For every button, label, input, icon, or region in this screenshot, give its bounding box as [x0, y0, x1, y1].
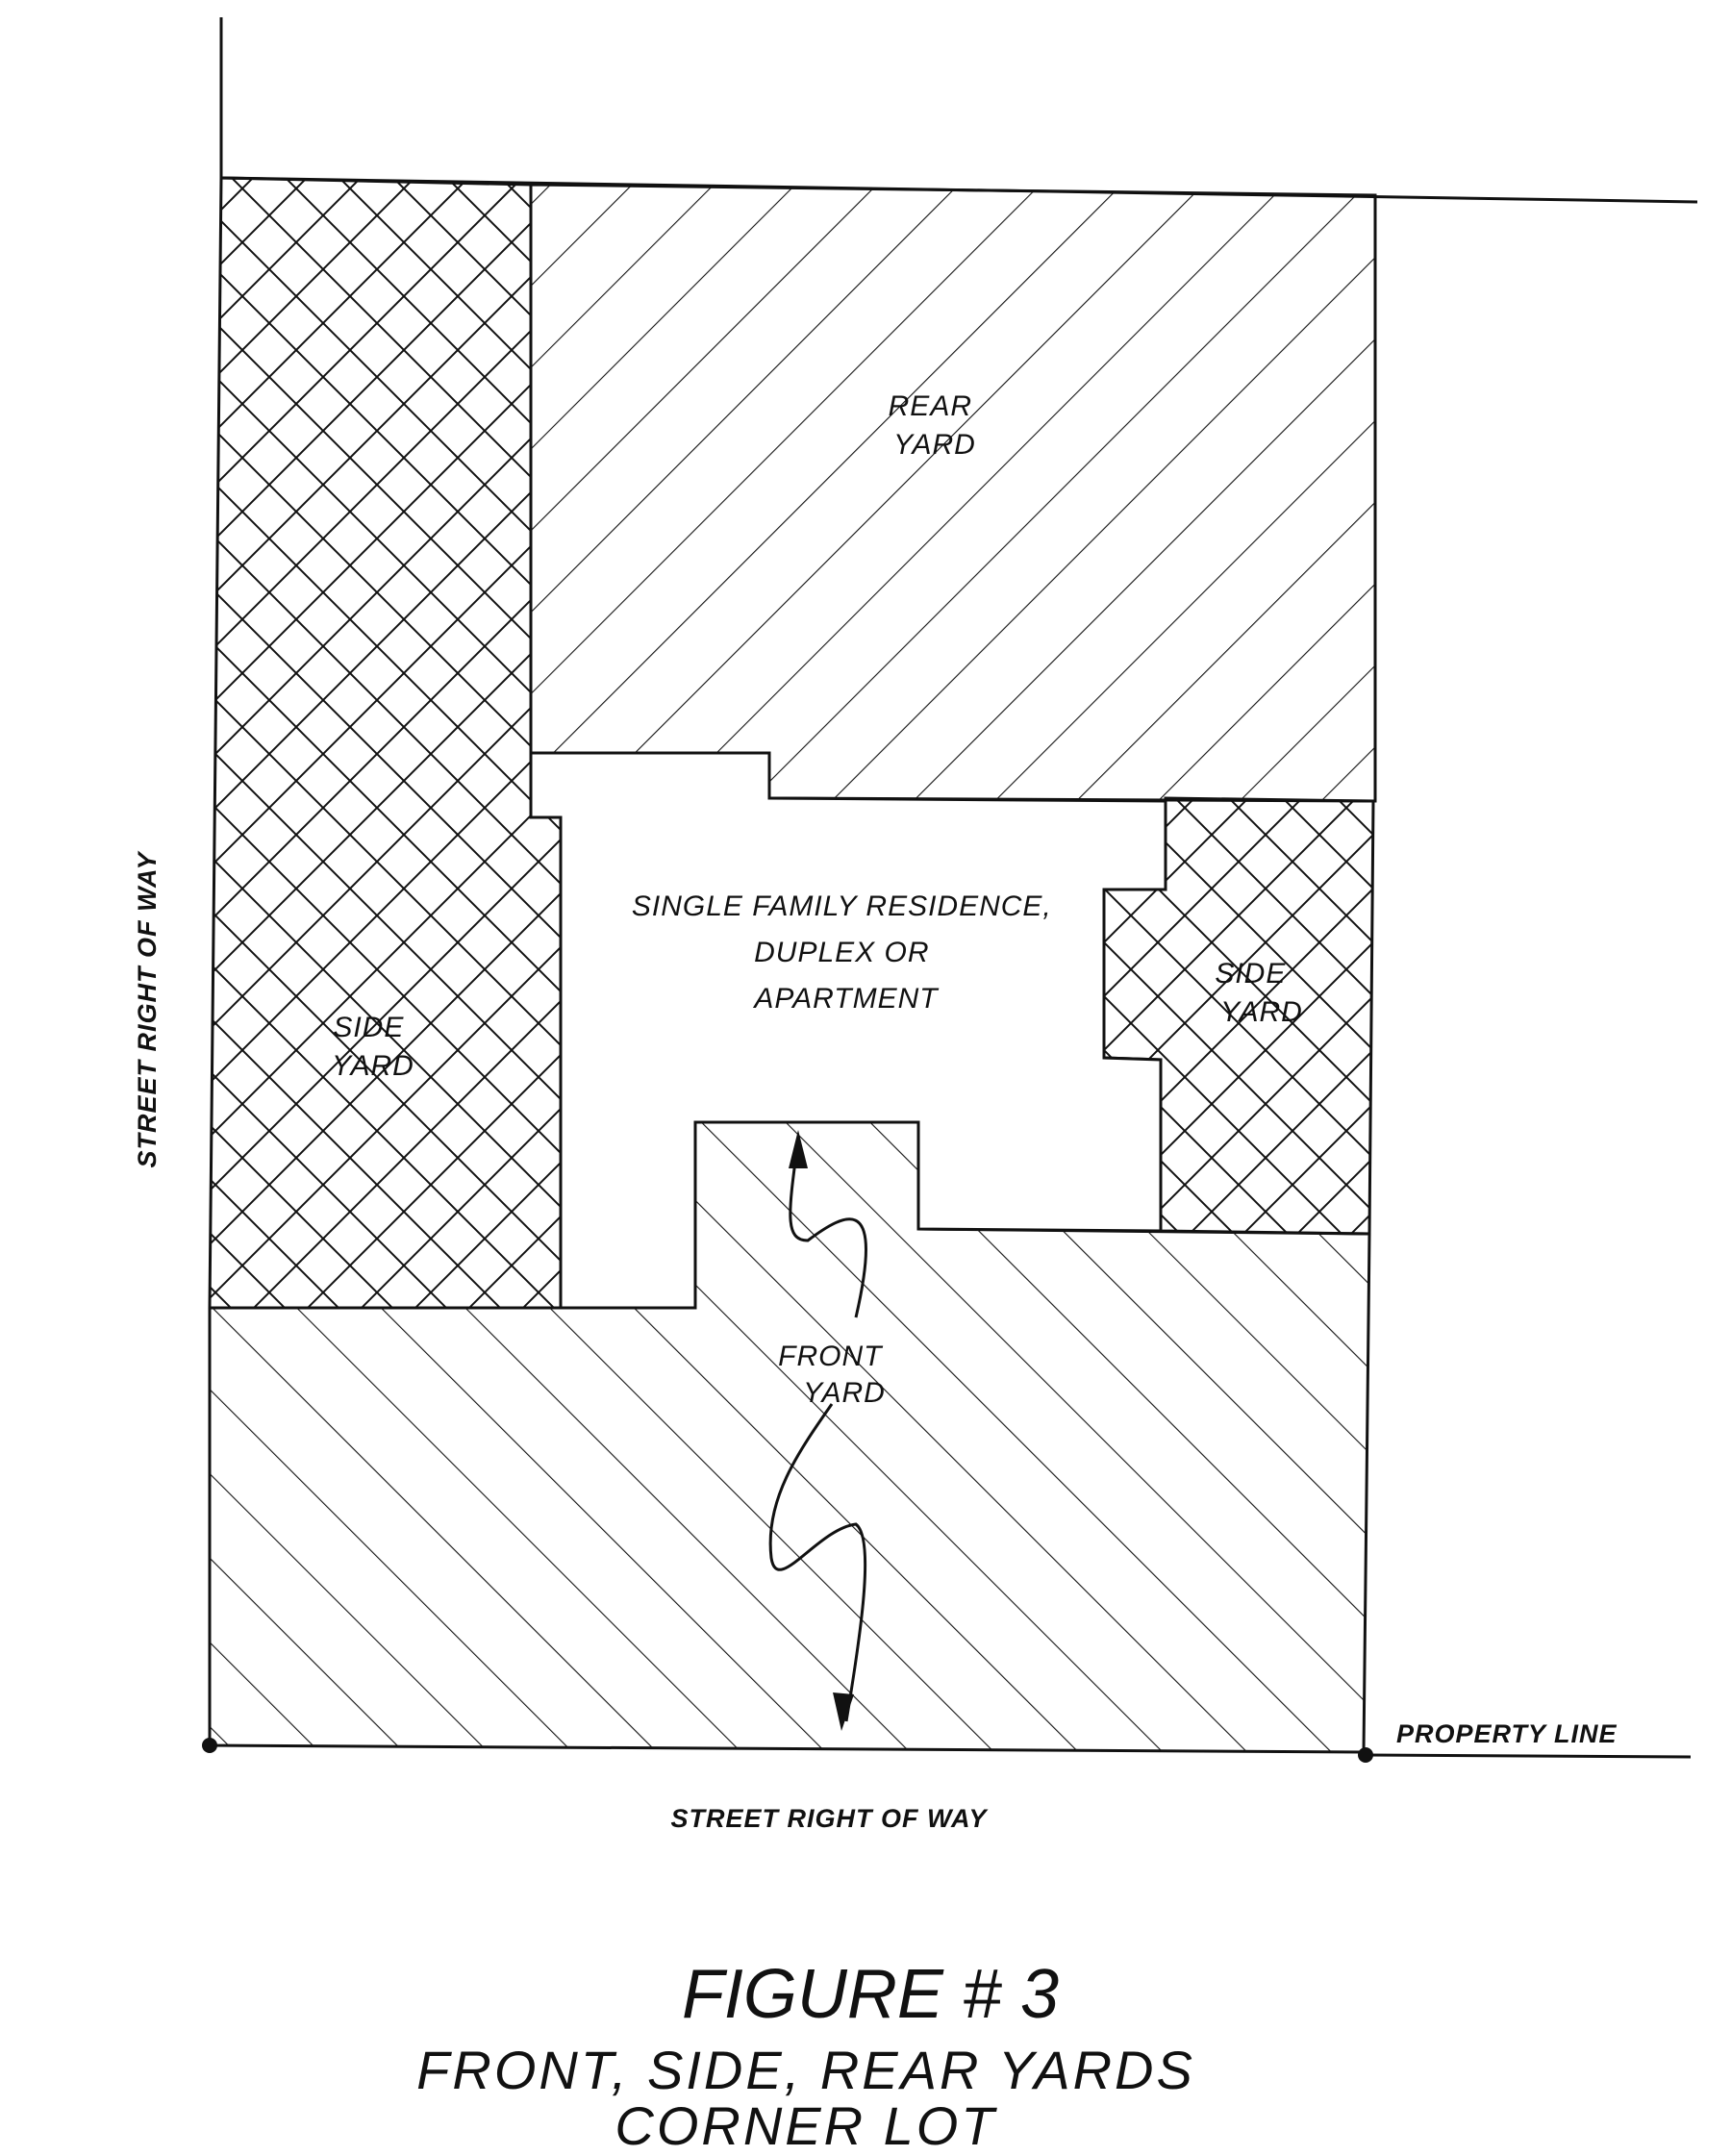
left-side-yard-area [208, 176, 563, 1310]
left-street-label: STREET RIGHT OF WAY [133, 850, 162, 1168]
front-yard-depth-arrow-upper [789, 1130, 867, 1318]
front-yard-depth-arrow-lower [768, 1403, 867, 1731]
figure-caption-line-1: FRONT, SIDE, REAR YARDS [416, 2040, 1195, 2100]
bottom-property-line [1365, 1753, 1692, 1759]
right-side-yard-label: SIDE YARD [1215, 958, 1303, 1028]
property-line-label: PROPERTY LINE [1396, 1719, 1618, 1748]
bottom-street-label: STREET RIGHT OF WAY [671, 1804, 990, 1833]
front-yard-label: FRONT YARD [778, 1341, 891, 1409]
building-footprint [529, 751, 1167, 1310]
right-corner-marker [1358, 1747, 1373, 1763]
building-label: SINGLE FAMILY RESIDENCE, DUPLEX OR APART… [632, 890, 1061, 1015]
figure-number: FIGURE # 3 [682, 1956, 1059, 2033]
rear-yard-label: REAR YARD [889, 390, 982, 461]
left-side-yard-label: SIDE YARD [332, 1012, 414, 1082]
figure-caption-line-2: CORNER LOT [615, 2095, 997, 2156]
left-corner-marker [202, 1738, 217, 1753]
rear-yard-area [529, 183, 1377, 803]
